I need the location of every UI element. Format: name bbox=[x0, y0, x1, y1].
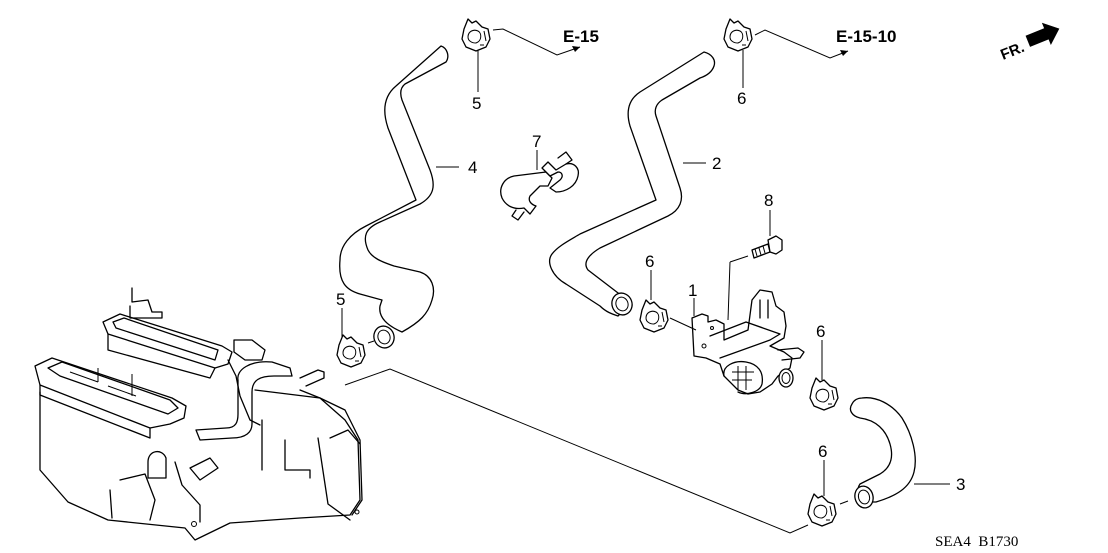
hose-clip-valve-outlet bbox=[809, 377, 839, 411]
front-label: FR. bbox=[998, 39, 1027, 64]
hose-2 bbox=[549, 51, 716, 317]
callout-5-top: 5 bbox=[472, 94, 481, 113]
drawing-code: SEA4 B1730 bbox=[935, 534, 1018, 550]
reference-e15-10[interactable]: E-15-10 bbox=[836, 27, 896, 46]
leader-lines bbox=[341, 28, 950, 534]
callout-7: 7 bbox=[532, 132, 541, 151]
hose-holder-clamp bbox=[500, 151, 580, 221]
callout-6-top-right: 6 bbox=[737, 89, 746, 108]
hose-clip-bottom bbox=[807, 493, 837, 527]
hose-3 bbox=[849, 397, 916, 509]
callout-1: 1 bbox=[688, 281, 697, 300]
callout-5-lower: 5 bbox=[336, 290, 345, 309]
hose-4 bbox=[339, 45, 449, 349]
front-direction-indicator: FR. bbox=[998, 22, 1060, 64]
hose-clip-top bbox=[461, 18, 491, 52]
callout-6-valve-outlet: 6 bbox=[816, 322, 825, 341]
callout-4: 4 bbox=[468, 158, 477, 177]
heater-unit bbox=[34, 287, 363, 541]
hose-clip-valve-inlet bbox=[639, 299, 669, 333]
callout-3: 3 bbox=[956, 475, 965, 494]
flange-bolt bbox=[751, 235, 783, 259]
callout-6-valve-inlet: 6 bbox=[645, 252, 654, 271]
valve-assembly bbox=[691, 289, 805, 395]
callout-6-bottom: 6 bbox=[818, 442, 827, 461]
hose-clip-lower-left bbox=[336, 334, 366, 368]
hose-clip-top-right bbox=[723, 18, 753, 52]
reference-e15[interactable]: E-15 bbox=[563, 27, 599, 46]
front-arrow-icon bbox=[1025, 22, 1060, 47]
callout-2: 2 bbox=[712, 154, 721, 173]
callout-8: 8 bbox=[764, 191, 773, 210]
